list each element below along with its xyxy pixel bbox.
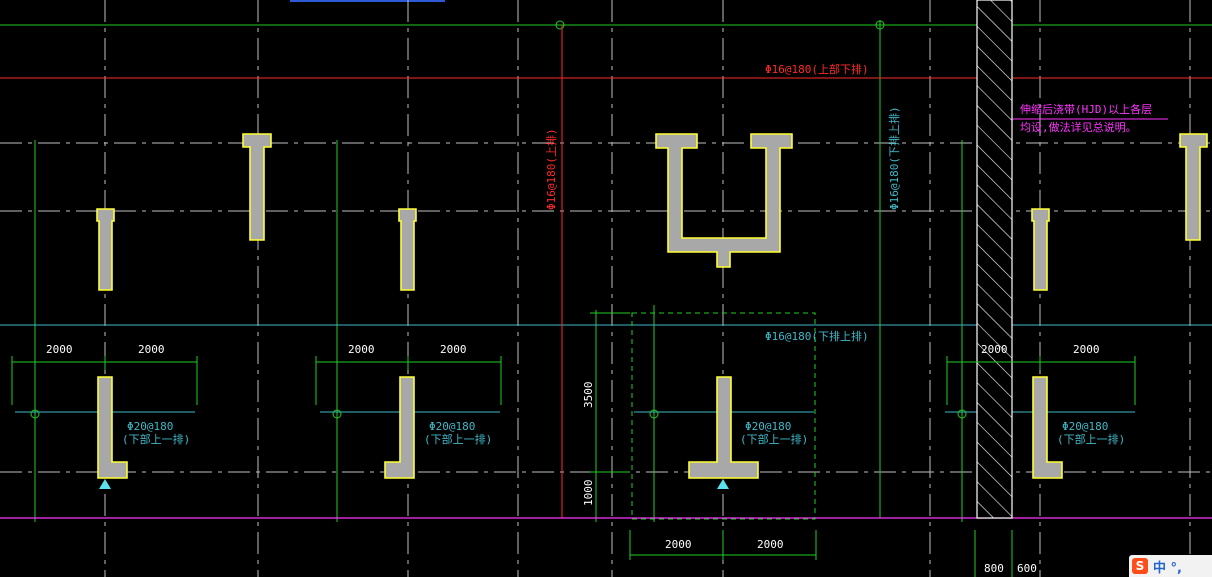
ime-toolbar[interactable]: S 中 °, [1129,555,1212,577]
axis-bubble [875,20,885,30]
dim-text: 3500 [582,382,595,409]
dim-text: 2000 [1073,343,1100,356]
axis-markers [30,409,967,419]
dim-text: 800 [984,562,1004,575]
ime-logo-icon[interactable]: S [1132,558,1148,574]
teal-lines [0,324,1212,413]
wall-elements[interactable] [96,133,1208,479]
dim-text: 1000 [582,480,595,507]
dim-text: 600 [1017,562,1037,575]
dim-text: 2000 [440,343,467,356]
elevation-marker-icon [717,479,729,489]
dim-text: 2000 [46,343,73,356]
rebar-label-sub: (下部上一排) [122,432,190,446]
rebar-label: Φ20@180 [429,420,475,433]
axis-lines [0,20,1212,522]
rebar-label: Φ20@180 [745,420,791,433]
dashed-region [631,312,816,520]
rebar-label-sub: (下部上一排) [1057,432,1125,446]
note-line-1: 伸缩后浇带(HJD)以上各层 [1020,102,1152,116]
dim-text: 2000 [981,343,1008,356]
elevation-marker-icon [99,479,111,489]
ime-mode-text[interactable]: 中 °, [1153,561,1182,576]
dim-text: 2000 [348,343,375,356]
selection-marker [290,0,445,2]
annotation-top-red: Φ16@180(上部下排) [765,62,869,76]
dim-text: 2000 [665,538,692,551]
rebar-label-sub: (下部上一排) [740,432,808,446]
axis-bubble [555,20,565,30]
annotation-vertical-cyan: Φ16@180(下排上排) [887,106,901,210]
annotation-vertical-red: Φ16@180(上排) [544,128,558,210]
dim-text: 2000 [138,343,165,356]
annotation-mid-cyan: Φ16@180(下排上排) [765,329,869,343]
rebar-label-sub: (下部上一排) [424,432,492,446]
note-line-2: 均设,做法详见总说明。 [1020,120,1137,134]
dim-text: 2000 [757,538,784,551]
rebar-label: Φ20@180 [127,420,173,433]
rebar-label: Φ20@180 [1062,420,1108,433]
dimension-lines [11,312,1136,577]
hatched-wall-strip [976,0,1013,519]
